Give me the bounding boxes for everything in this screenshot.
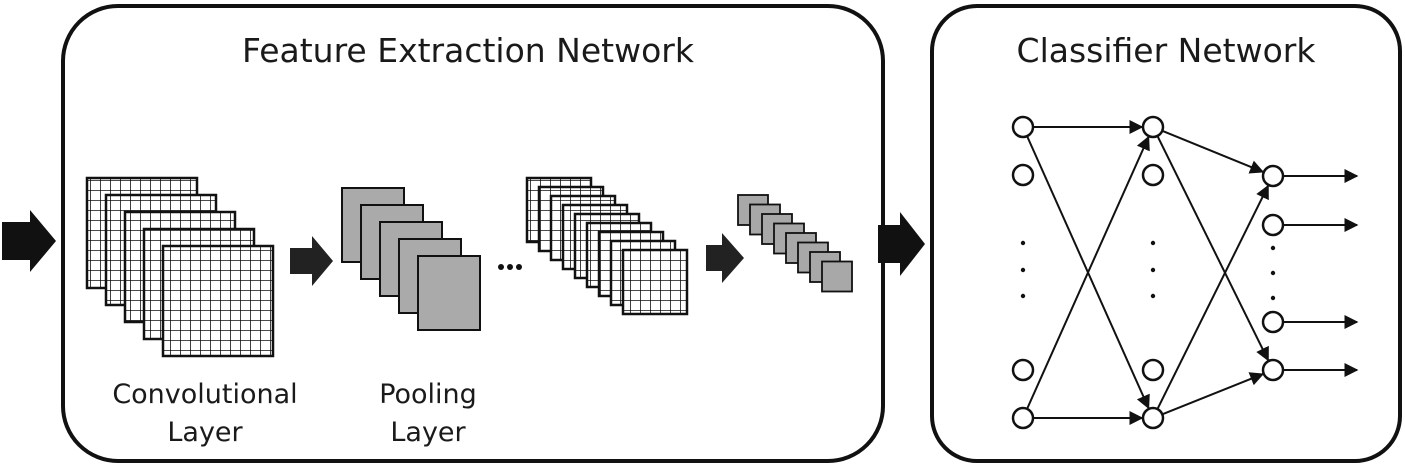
neuron-node <box>1141 406 1165 430</box>
classifier-frame <box>930 4 1402 463</box>
feature-extraction-panel: Feature Extraction Network Convolutional… <box>61 4 885 463</box>
small-feature-map-stack <box>737 194 853 293</box>
neuron-ellipsis-dot <box>1270 245 1276 251</box>
neuron-ellipsis-dot <box>1270 270 1276 276</box>
feature-extraction-title: Feature Extraction Network <box>242 31 695 70</box>
neuron-ellipsis-dot <box>1020 293 1026 299</box>
neuron-node <box>1141 358 1165 382</box>
neuron-ellipsis-dot <box>1150 293 1156 299</box>
neuron-node <box>1261 164 1285 188</box>
neuron-node <box>1011 163 1035 187</box>
neuron-node <box>1141 163 1165 187</box>
neuron-node <box>1011 406 1035 430</box>
conv-label-line1: Convolutional <box>112 379 297 410</box>
network-connection <box>1161 129 1265 174</box>
neuron-ellipsis-dot <box>1150 267 1156 273</box>
neuron-ellipsis-dot <box>1150 240 1156 246</box>
conv-to-pool-arrow <box>290 236 333 286</box>
neuron-node <box>1261 358 1285 382</box>
convolutional-layer-stack <box>85 176 275 358</box>
neuron-node <box>1141 115 1165 139</box>
neuron-node <box>1261 213 1285 237</box>
pool-label-line2: Layer <box>390 417 466 448</box>
neuron-ellipsis-dot <box>1020 240 1026 246</box>
pooling-layer-stack <box>341 187 481 331</box>
network-connection <box>1026 135 1150 410</box>
conv-label-line2: Layer <box>167 417 243 448</box>
neuron-node <box>1011 115 1035 139</box>
input-arrow <box>2 210 56 272</box>
deep-conv-layer-stack <box>525 176 689 316</box>
classifier-neurons <box>1011 115 1285 430</box>
pool-label-line1: Pooling <box>379 379 477 410</box>
classifier-panel: Classifier Network <box>930 4 1402 463</box>
deep-to-small-arrow <box>706 233 744 283</box>
continuation-dots <box>498 264 522 270</box>
pool-feature-map <box>417 255 481 331</box>
small-feature-map <box>821 260 853 293</box>
network-connection <box>1161 372 1265 416</box>
neuron-ellipsis-dot <box>1020 267 1026 273</box>
classifier-title: Classifier Network <box>1017 31 1317 70</box>
neuron-ellipsis-dot <box>1270 295 1276 301</box>
network-connection <box>1156 135 1270 362</box>
network-connection <box>1156 184 1270 410</box>
neuron-node <box>1261 310 1285 334</box>
classifier-connections <box>1026 120 1359 425</box>
neuron-node <box>1011 358 1035 382</box>
conv-feature-map <box>161 244 275 358</box>
panel-connector-arrow <box>878 212 925 276</box>
deep-feature-map <box>621 248 689 316</box>
